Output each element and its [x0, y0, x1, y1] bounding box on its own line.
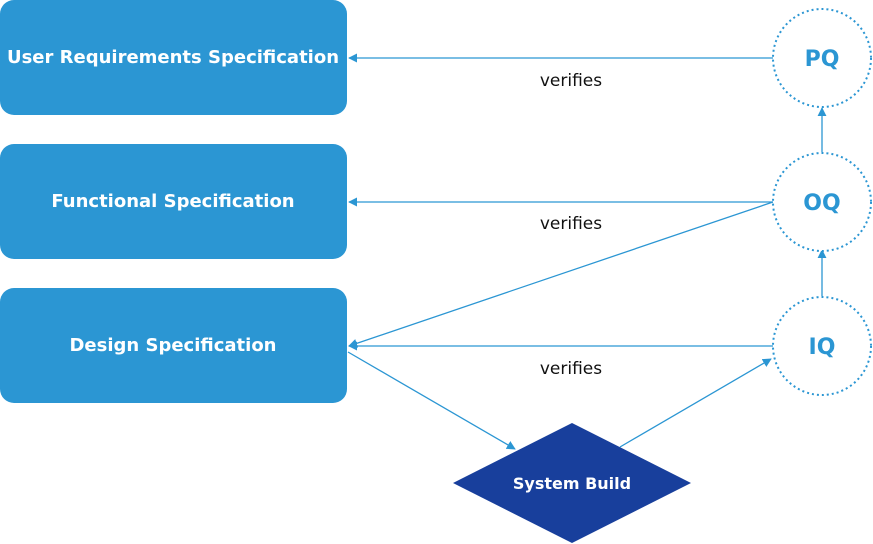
edges — [347, 53, 827, 450]
node-user-requirements-specification: User Requirements Specification — [0, 0, 347, 115]
node-iq: IQ — [772, 296, 872, 396]
node-label-urs: User Requirements Specification — [7, 47, 339, 68]
node-label-ds: Design Specification — [69, 335, 276, 356]
node-label-iq: IQ — [809, 335, 836, 360]
edge-build-to-iq — [619, 358, 772, 448]
node-label-fs: Functional Specification — [51, 191, 294, 212]
edge-label-pq-urs: verifies — [540, 71, 602, 91]
edge-ds-to-build — [347, 351, 516, 450]
node-oq: OQ — [772, 152, 872, 252]
node-system-build: System Build — [453, 423, 691, 543]
node-label-build: System Build — [513, 474, 631, 493]
edge-label-iq-ds: verifies — [540, 359, 602, 379]
edge-oq-to-ds — [348, 201, 774, 348]
node-pq: PQ — [772, 8, 872, 108]
edge-label-oq-fs: verifies — [540, 214, 602, 234]
node-label-oq: OQ — [803, 191, 840, 216]
node-label-pq: PQ — [805, 47, 840, 72]
node-design-specification: Design Specification — [0, 288, 347, 403]
node-functional-specification: Functional Specification — [0, 144, 347, 259]
